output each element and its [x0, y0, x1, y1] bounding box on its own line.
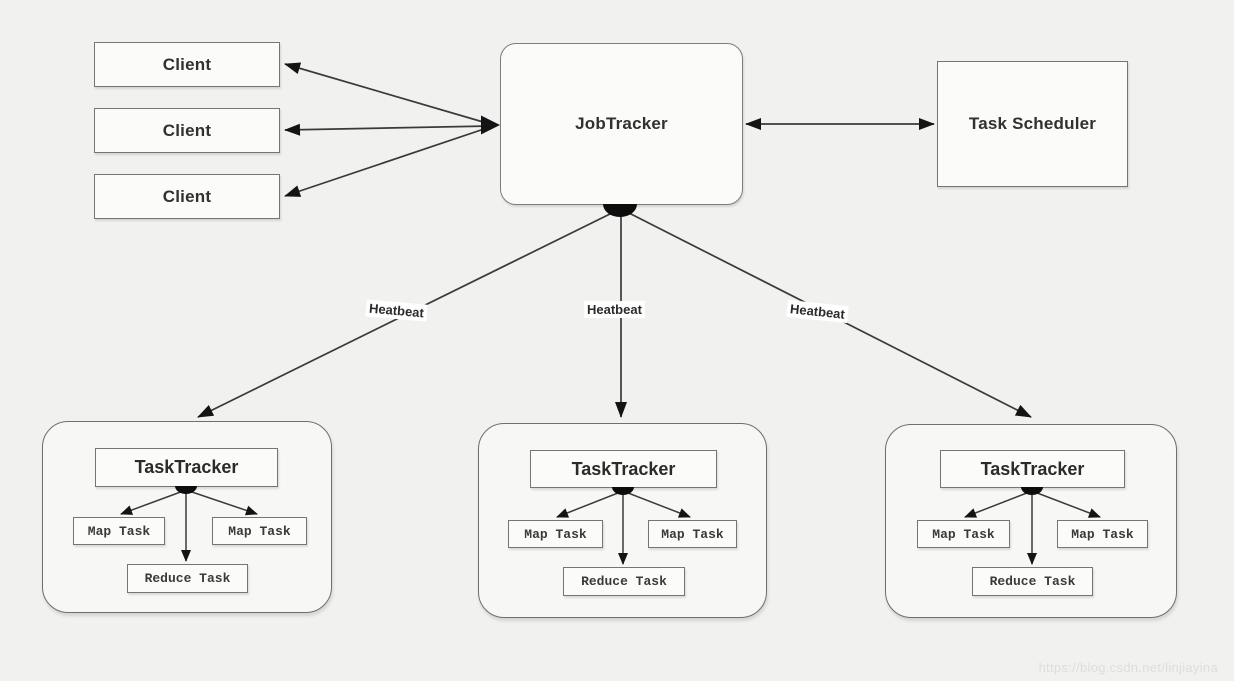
- map-task-box: Map Task: [917, 520, 1010, 548]
- tasktracker-box-2: TaskTracker: [530, 450, 717, 488]
- reduce-task-box: Reduce Task: [972, 567, 1093, 596]
- map-task-box: Map Task: [508, 520, 603, 548]
- client-box-2: Client: [94, 108, 280, 153]
- reduce-task-box: Reduce Task: [563, 567, 685, 596]
- client-label: Client: [162, 186, 212, 206]
- tasktracker-label: TaskTracker: [134, 457, 239, 477]
- arrow-jobtracker-client-3: [284, 126, 491, 197]
- heartbeat-label-middle: Heatbeat: [584, 301, 645, 318]
- map-task-box: Map Task: [73, 517, 165, 545]
- client-label: Client: [162, 120, 212, 140]
- tasktracker-box-3: TaskTracker: [940, 450, 1125, 488]
- client-box-1: Client: [94, 42, 280, 87]
- map-task-box: Map Task: [1057, 520, 1148, 548]
- client-box-3: Client: [94, 174, 280, 219]
- tasktracker-label: TaskTracker: [980, 458, 1085, 479]
- watermark-url: https://blog.csdn.net/linjiayina: [1038, 660, 1218, 675]
- task-scheduler-label: Task Scheduler: [968, 114, 1097, 133]
- task-scheduler-box: Task Scheduler: [937, 61, 1128, 187]
- jobtracker-box: JobTracker: [500, 43, 743, 205]
- arrow-jobtracker-client-1: [284, 62, 491, 125]
- tasktracker-label: TaskTracker: [571, 458, 676, 479]
- tasktracker-box-1: TaskTracker: [95, 448, 278, 487]
- reduce-task-box: Reduce Task: [127, 564, 248, 593]
- map-task-box: Map Task: [212, 517, 307, 545]
- client-label: Client: [162, 54, 212, 74]
- arrow-jobtracker-client-2: [284, 123, 491, 136]
- jobtracker-label: JobTracker: [575, 114, 668, 133]
- map-task-box: Map Task: [648, 520, 737, 548]
